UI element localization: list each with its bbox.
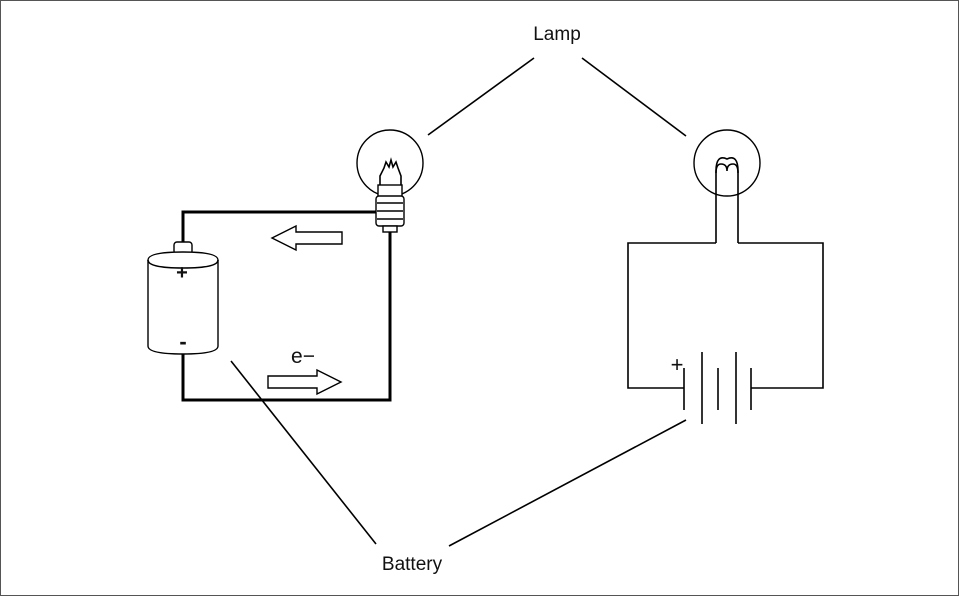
lamp-symbol-icon: [693, 129, 761, 243]
schematic-right-wire: [738, 242, 824, 389]
lamp-leader-left: [427, 57, 535, 136]
lamp-label: Lamp: [533, 24, 581, 45]
pictorial-circuit: + - e−: [147, 129, 424, 402]
arrow-icon: [270, 224, 343, 252]
battery-symbol-icon: [683, 352, 752, 424]
schematic-plus-label: +: [671, 352, 684, 377]
top-wire: [181, 210, 378, 245]
lightbulb-icon: [356, 129, 424, 233]
battery-leader-left: [230, 360, 377, 545]
battery-minus-label: -: [179, 329, 186, 354]
battery-leader-right: [448, 419, 687, 547]
battery-label: Battery: [382, 554, 443, 575]
lamp-leader-right: [581, 57, 687, 137]
bottom-wire: [181, 232, 392, 402]
arrow-icon: [267, 368, 343, 396]
schematic-circuit: +: [627, 129, 824, 424]
battery-plus-label: +: [176, 262, 188, 284]
cell-battery-icon: [147, 241, 219, 355]
electron-label: e−: [291, 345, 315, 368]
schematic-left-wire: [627, 242, 716, 389]
